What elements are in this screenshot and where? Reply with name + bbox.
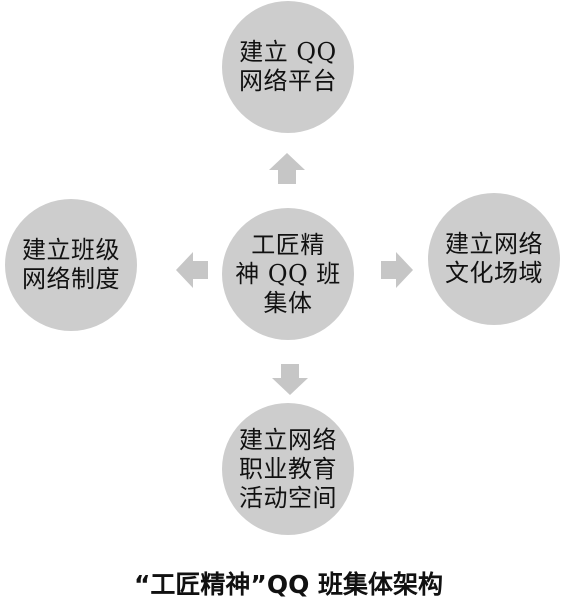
node-label-line: 网络平台 (239, 67, 337, 95)
node-label: 建立 QQ 网络平台 (239, 38, 337, 96)
node-label-line: 神 QQ 班 (235, 259, 341, 288)
arrow-right-icon (376, 250, 416, 290)
node-label-line: 集体 (263, 288, 313, 317)
node-label-line: 建立 QQ (239, 38, 337, 66)
figure-caption: “工匠精神”QQ 班集体架构 (133, 570, 444, 599)
node-label-line: 活动空间 (239, 483, 337, 512)
node-label-line: 建立网络 (239, 425, 337, 454)
node-build-class-network-rules: 建立班级 网络制度 (5, 199, 137, 331)
node-label-line: 职业教育 (239, 454, 337, 483)
arrow-left-icon (173, 250, 213, 290)
node-label-line: 工匠精 (251, 230, 325, 259)
node-center-qq-class: 工匠精 神 QQ 班 集体 (222, 208, 354, 340)
arrow-up-icon (267, 150, 307, 190)
node-build-vocational-education-space: 建立网络 职业教育 活动空间 (222, 403, 354, 535)
node-label: 建立班级 网络制度 (22, 236, 120, 294)
node-label-line: 文化场域 (445, 259, 543, 287)
node-label: 建立网络 职业教育 活动空间 (239, 426, 337, 513)
node-label-line: 建立网络 (445, 230, 543, 258)
node-build-qq-network-platform: 建立 QQ 网络平台 (222, 1, 354, 133)
node-label: 建立网络 文化场域 (445, 230, 543, 288)
node-label-line: 网络制度 (22, 265, 120, 293)
node-label-line: 建立班级 (22, 236, 120, 264)
node-build-network-culture-field: 建立网络 文化场域 (428, 193, 560, 325)
node-label: 工匠精 神 QQ 班 集体 (235, 231, 341, 318)
arrow-down-icon (270, 358, 310, 398)
